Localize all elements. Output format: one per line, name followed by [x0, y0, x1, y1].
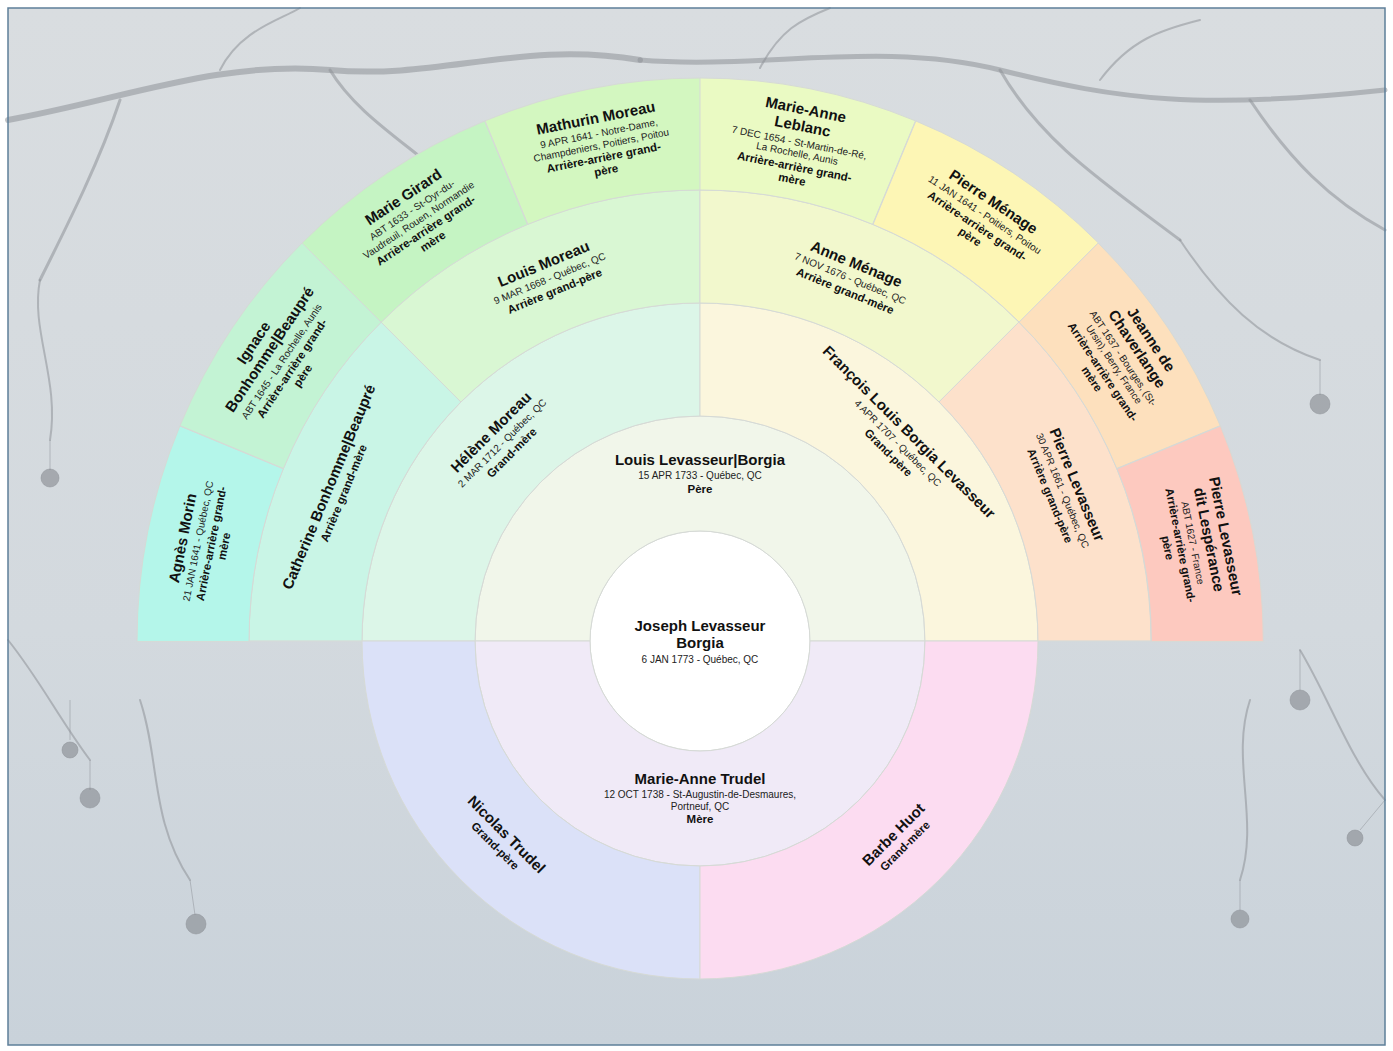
person-label: Louis Levasseur|Borgia 15 APR 1733 - Québ… — [590, 451, 810, 497]
segment-shape — [362, 641, 700, 979]
tree-branches — [8, 8, 1385, 880]
birth-info: 15 APR 1733 - Québec, QC — [590, 470, 810, 482]
segment-outline — [302, 121, 528, 322]
person-name: Joseph Levasseur Borgia — [625, 617, 775, 652]
sky — [8, 8, 1385, 1045]
fan-segment: Mathurin Moreau9 APR 1641 - Notre-Dame, … — [485, 78, 700, 224]
person-label: Joseph Levasseur Borgia6 JAN 1773 - Québ… — [625, 617, 775, 666]
segment-outline — [362, 641, 700, 979]
segment-outline — [1019, 243, 1220, 469]
relation-label: Père — [590, 483, 810, 496]
person-name: Marie-Anne Trudel — [595, 770, 805, 787]
relation-label: Mère — [595, 814, 805, 827]
segment-outline — [700, 641, 1038, 979]
fan-segment: Marie GirardABT 1633 - St-Oyr-du-Vaudreu… — [302, 121, 528, 322]
segment-outline — [1117, 426, 1263, 641]
fan-segment: Joseph Levasseur Borgia6 JAN 1773 - Québ… — [590, 531, 810, 751]
person-name: Louis Levasseur|Borgia — [590, 451, 810, 468]
segment-outline — [485, 78, 700, 224]
frame-border — [8, 8, 1385, 1045]
birth-info: 6 JAN 1773 - Québec, QC — [625, 653, 775, 665]
person-label: Marie-Anne Trudel 12 OCT 1738 - St-August… — [595, 770, 805, 827]
fan-segment: Barbe HuotGrand-mère — [700, 641, 1038, 979]
segment-shape — [700, 641, 1038, 979]
birth-info: 12 OCT 1738 - St-Augustin-de-Desmaures, … — [595, 790, 805, 813]
fan-segment: Nicolas TrudelGrand-père — [362, 641, 700, 979]
segment-outline — [590, 531, 810, 751]
fan-segment: Pierre Levasseur dit LespéranceABT 1627 … — [1117, 426, 1263, 641]
